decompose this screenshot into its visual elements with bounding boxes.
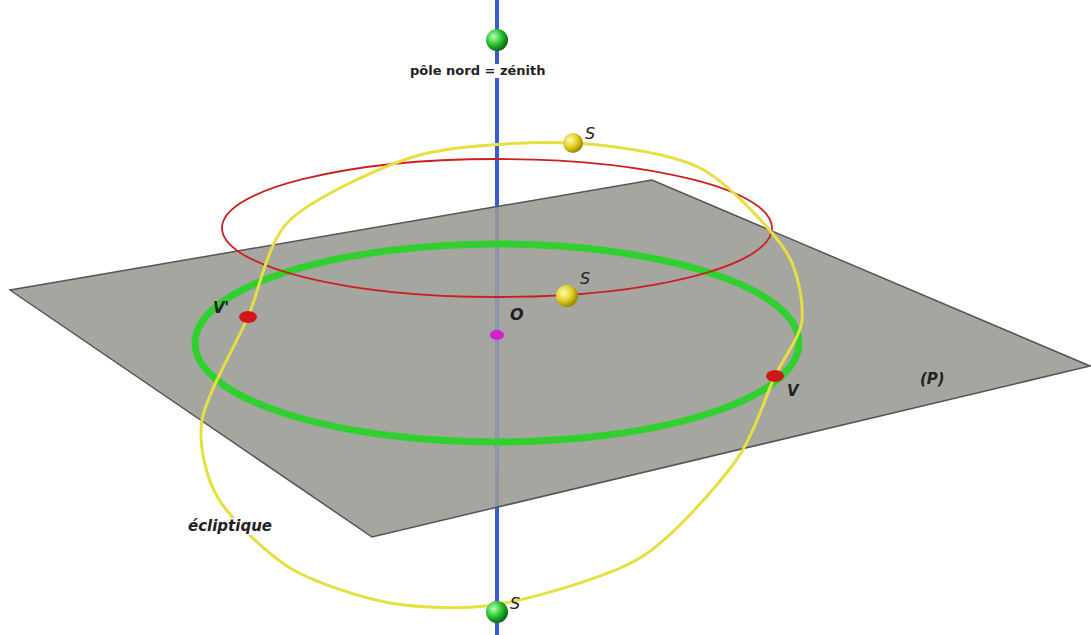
equinox-label: V' <box>211 300 231 317</box>
ecliptic-label: écliptique <box>186 518 274 535</box>
pole-ball <box>486 29 508 51</box>
equinox-label: V <box>785 383 801 400</box>
axis-through-plane <box>496 250 498 470</box>
sun-ball <box>563 133 583 153</box>
equinox-point <box>239 311 257 323</box>
center-label: O <box>508 306 526 324</box>
equator-circle <box>195 244 799 442</box>
sun-ball <box>556 285 578 307</box>
axis-title: pôle nord = zénith <box>408 64 547 78</box>
center-point <box>490 330 504 340</box>
plane-label: (P) <box>918 371 947 388</box>
parallel-circle <box>222 159 772 297</box>
horizon-plane <box>10 180 1090 537</box>
ecliptic-circle <box>201 143 802 608</box>
sun-label: S <box>508 595 522 613</box>
sun-label: S <box>578 270 592 288</box>
pole-ball <box>486 601 508 623</box>
equinox-point <box>766 370 784 382</box>
sun-label: S <box>583 125 597 143</box>
